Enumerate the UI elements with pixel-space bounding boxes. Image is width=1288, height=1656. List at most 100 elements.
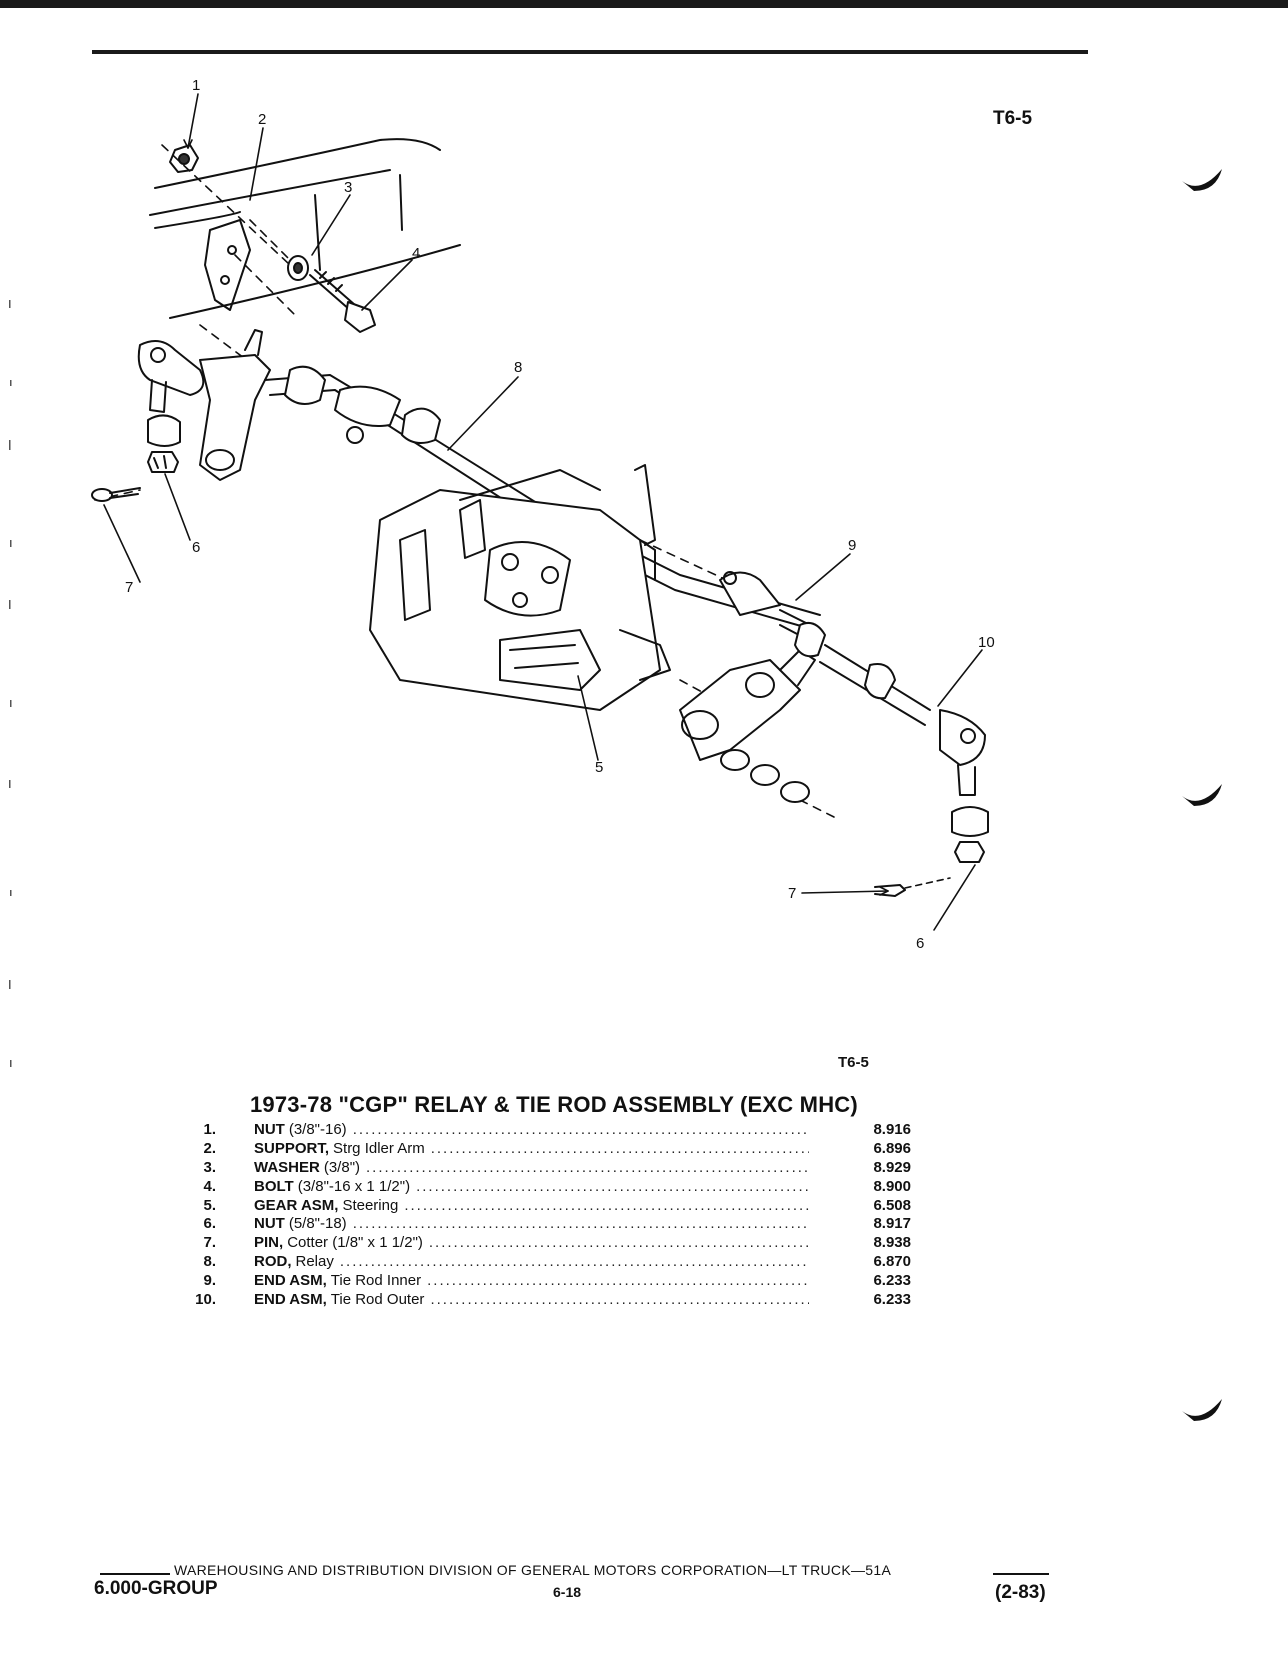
- part-number: 10.: [195, 1291, 216, 1309]
- part-group-code: 6.870: [873, 1253, 911, 1271]
- part-group-code: 8.917: [873, 1215, 911, 1233]
- part-name: BOLT: [254, 1177, 294, 1195]
- idler-arm-bushings: [720, 749, 810, 803]
- callout-7-left: 7: [125, 579, 133, 596]
- parts-list: 1. NUT (3/8"-16) 8.916 2. SUPPORT, Strg …: [160, 1121, 970, 1310]
- part-number: 8.: [203, 1253, 216, 1271]
- part-detail: (3/8"-16 x 1 1/2"): [297, 1177, 411, 1195]
- part-group-code: 8.938: [873, 1234, 911, 1252]
- part-row: 1. NUT (3/8"-16) 8.916: [160, 1121, 970, 1140]
- part-detail: (3/8"): [323, 1158, 361, 1176]
- callout-7-right: 7: [788, 885, 796, 902]
- idler-arm-support-bracket: [204, 219, 251, 311]
- dot-leader: [353, 1121, 809, 1140]
- part-name: NUT: [254, 1215, 285, 1233]
- part-row: 10. END ASM, Tie Rod Outer 6.233: [160, 1291, 970, 1310]
- nut-part: [169, 144, 199, 173]
- part-detail: Steering: [342, 1196, 399, 1214]
- binder-hole-mark-middle: [1182, 784, 1222, 806]
- dot-leader: [353, 1215, 809, 1234]
- part-description: NUT (5/8"-18): [254, 1215, 809, 1234]
- footer-revision-date: (2-83): [995, 1582, 1046, 1603]
- part-row: 7. PIN, Cotter (1/8" x 1 1/2") 8.938: [160, 1234, 970, 1253]
- tie-rod-end-right: [819, 644, 989, 863]
- part-number: 6.: [203, 1215, 216, 1233]
- part-name: NUT: [254, 1121, 285, 1138]
- part-description: NUT (3/8"-16): [254, 1121, 809, 1140]
- part-detail: Tie Rod Outer: [330, 1291, 425, 1309]
- part-row: 8. ROD, Relay 6.870: [160, 1253, 970, 1272]
- part-detail: (5/8"-18): [288, 1215, 347, 1233]
- part-description: END ASM, Tie Rod Inner: [254, 1272, 809, 1291]
- dot-leader: [431, 1140, 809, 1159]
- tie-rod-end-left: [137, 340, 205, 473]
- part-row: 5. GEAR ASM, Steering 6.508: [160, 1197, 970, 1216]
- figure-code-top: T6-5: [993, 108, 1033, 129]
- header-rule: [92, 50, 1088, 54]
- figure-code-bottom: T6-5: [838, 1054, 869, 1071]
- callout-4: 4: [412, 245, 420, 262]
- bolt-part: [309, 269, 376, 333]
- part-description: BOLT (3/8"-16 x 1 1/2"): [254, 1178, 809, 1197]
- idler-arm-right: [679, 649, 816, 761]
- dot-leader: [404, 1197, 809, 1216]
- part-number: 5.: [203, 1196, 216, 1214]
- callout-3: 3: [344, 179, 352, 196]
- dot-leader: [429, 1234, 809, 1253]
- callout-9: 9: [848, 537, 856, 554]
- part-detail: Cotter (1/8" x 1 1/2"): [287, 1234, 423, 1252]
- margin-scan-specks: [9, 300, 12, 1067]
- part-group-code: 6.233: [873, 1291, 911, 1309]
- callout-8: 8: [514, 359, 522, 376]
- steering-gear-assembly: [369, 464, 671, 711]
- dot-leader: [430, 1291, 809, 1310]
- pitman-arm-left: [199, 329, 271, 481]
- footer-page-number: 6-18: [553, 1584, 582, 1600]
- part-number: 4.: [203, 1177, 216, 1195]
- page-top-band: [0, 0, 1288, 8]
- part-name: ROD,: [254, 1253, 292, 1271]
- part-number: 2.: [203, 1139, 216, 1157]
- callout-6-left: 6: [192, 539, 200, 556]
- callout-1: 1: [192, 77, 200, 94]
- part-row: 2. SUPPORT, Strg Idler Arm 6.896: [160, 1140, 970, 1159]
- cotter-pin-left: [91, 487, 141, 502]
- footer-group-number: 6.000-GROUP: [94, 1578, 218, 1599]
- part-group-code: 6.233: [873, 1272, 911, 1290]
- footer-rule-right: [993, 1573, 1049, 1575]
- callout-leader-lines: [103, 93, 983, 931]
- part-description: END ASM, Tie Rod Outer: [254, 1291, 809, 1310]
- dot-leader: [340, 1253, 809, 1272]
- part-name: GEAR ASM,: [254, 1196, 339, 1214]
- exploded-view-diagram: 1 2 3 4 5 6 7 8 9 10 6 7: [91, 77, 995, 952]
- part-detail: (3/8"-16): [288, 1121, 347, 1138]
- parts-list-title: 1973-78 "CGP" RELAY & TIE ROD ASSEMBLY (…: [250, 1092, 858, 1117]
- binder-hole-mark-top: [1182, 169, 1222, 191]
- binder-hole-mark-bottom: [1182, 1399, 1222, 1421]
- relay-rod: [264, 365, 821, 631]
- dot-leader: [366, 1159, 809, 1178]
- part-row: 4. BOLT (3/8"-16 x 1 1/2") 8.900: [160, 1178, 970, 1197]
- tie-rod-end-inner: [719, 571, 826, 658]
- part-group-code: 6.896: [873, 1139, 911, 1157]
- part-description: WASHER (3/8"): [254, 1159, 809, 1178]
- callout-10: 10: [978, 634, 995, 651]
- part-group-code: 8.916: [873, 1121, 911, 1138]
- cotter-pin-right: [874, 877, 951, 897]
- part-name: PIN,: [254, 1234, 284, 1252]
- part-number: 3.: [203, 1158, 216, 1176]
- footer-publisher: WAREHOUSING AND DISTRIBUTION DIVISION OF…: [174, 1562, 892, 1578]
- part-description: PIN, Cotter (1/8" x 1 1/2"): [254, 1234, 809, 1253]
- callout-6-right: 6: [916, 935, 924, 952]
- part-row: 6. NUT (5/8"-18) 8.917: [160, 1215, 970, 1234]
- part-detail: Relay: [295, 1253, 334, 1271]
- part-number: 9.: [203, 1272, 216, 1290]
- dot-leader: [427, 1272, 809, 1291]
- part-detail: Tie Rod Inner: [330, 1272, 422, 1290]
- part-name: WASHER: [254, 1158, 320, 1176]
- part-name: END ASM,: [254, 1291, 327, 1309]
- part-row: 3. WASHER (3/8") 8.929: [160, 1159, 970, 1178]
- part-number: 1.: [203, 1121, 216, 1138]
- callout-2: 2: [258, 111, 266, 128]
- dot-leader: [416, 1178, 809, 1197]
